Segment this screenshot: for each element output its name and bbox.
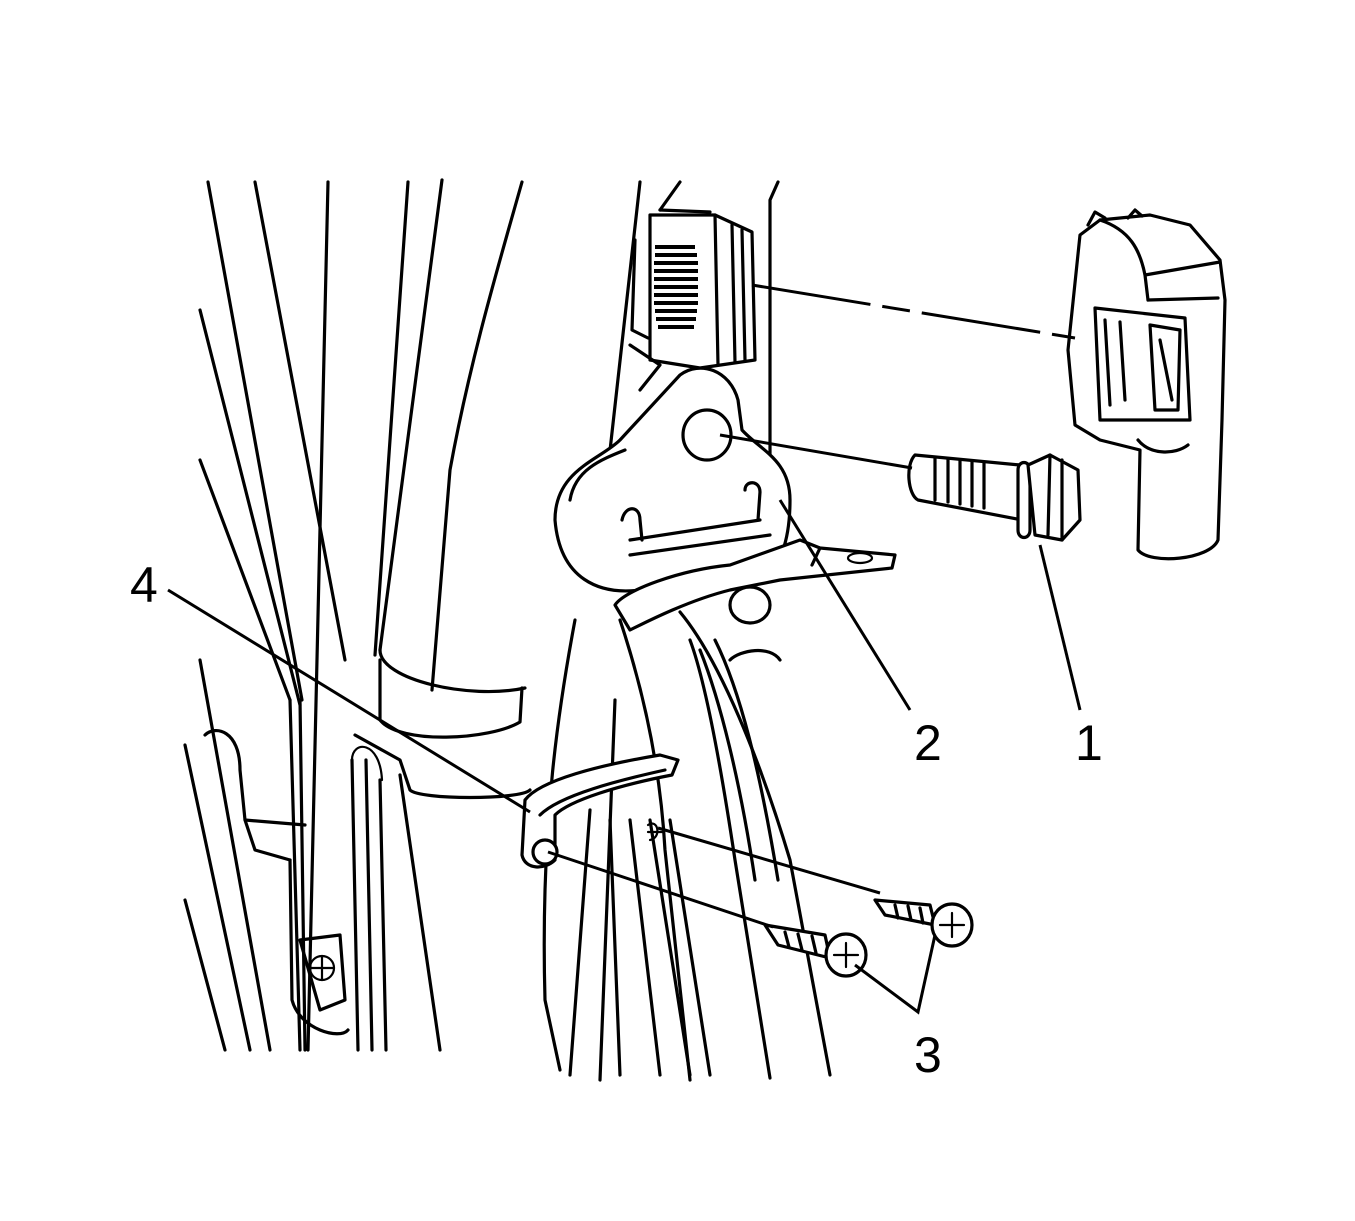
- anchor-bolt: [907, 453, 1082, 542]
- alignment-lines: [547, 283, 1076, 929]
- belt-webbing: [542, 610, 832, 1082]
- retractor-vent-grille: [654, 245, 698, 329]
- callout-2: 2: [914, 715, 942, 771]
- lower-trim-panel: [183, 658, 350, 1052]
- trim-screw-upper: [873, 898, 974, 948]
- lower-belt-guide: [520, 753, 680, 869]
- callout-leaders: [167, 499, 1082, 1015]
- retractor-housing: [598, 180, 780, 542]
- callout-1: 1: [1075, 715, 1103, 771]
- trim-screw-lower: [763, 923, 868, 978]
- callout-3: 3: [914, 1027, 942, 1083]
- anchor-plate: [553, 366, 792, 593]
- belt-guide-bracket: [613, 538, 897, 632]
- callout-4: 4: [130, 557, 158, 613]
- trim-cover: [1066, 208, 1227, 561]
- pillar-structure: [198, 178, 532, 1052]
